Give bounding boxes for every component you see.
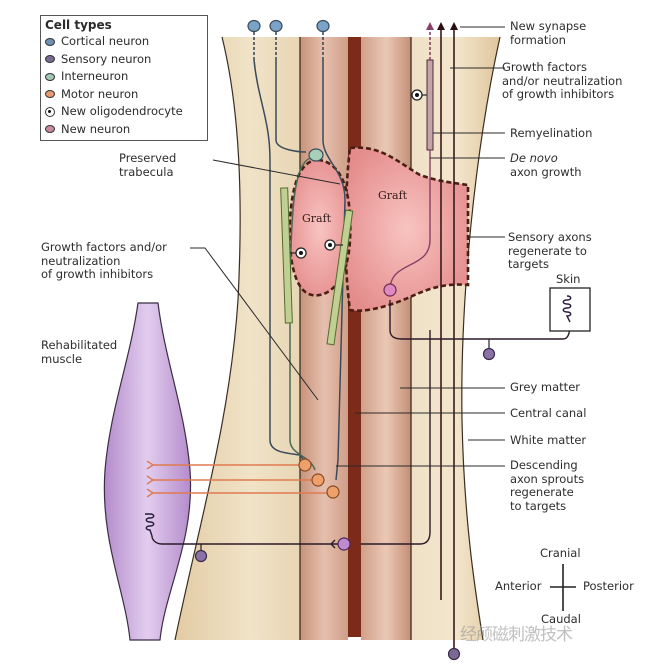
skin-box	[549, 287, 591, 332]
graft-small-label: Graft	[302, 212, 332, 225]
legend-label: Interneuron	[61, 69, 129, 83]
label-sensory-axons: Sensory axons regenerate to targets	[508, 230, 592, 271]
oligodendrocyte-2	[324, 239, 343, 251]
label-growth-factors-left: Growth factors and/or neutralization of …	[41, 240, 167, 281]
cortical-neuron-3	[316, 19, 346, 481]
legend-item-sensory: Sensory neuron	[45, 51, 203, 69]
orientation-compass	[550, 564, 576, 611]
watermark: 经颅磁刺激技术	[460, 625, 573, 645]
muscle-spindle-icon	[145, 513, 155, 537]
skin-receptor-icon	[562, 295, 572, 323]
leader-lines	[190, 26, 505, 467]
label-new-synapse: New synapse formation	[510, 19, 587, 47]
white-matter-right-edge	[461, 36, 501, 641]
label-remyelination: Remyelination	[510, 126, 593, 140]
legend-title: Cell types	[45, 18, 112, 32]
sensory-axon-muscle	[151, 535, 340, 545]
label-de-novo: De novo	[510, 151, 558, 165]
remyelination-sheath	[426, 59, 434, 151]
sensory-neuron-grey	[337, 537, 351, 551]
label-axon-growth: axon growth	[510, 165, 582, 179]
label-descending-axons: Descending axon sprouts regenerate to ta…	[510, 458, 585, 513]
legend-item-oligodendrocyte: New oligodendrocyte	[45, 103, 203, 121]
legend-item-new-neuron: New neuron	[45, 121, 203, 139]
central-canal	[348, 37, 361, 637]
white-matter-left	[175, 37, 300, 640]
motor-neuron-icon	[45, 90, 55, 99]
sensory-neuron-muscle	[194, 549, 208, 563]
oligodendrocyte-1	[290, 247, 307, 259]
label-caudal: Caudal	[541, 612, 581, 626]
label-growth-factors-right: Growth factors and/or neutralization of …	[502, 60, 623, 101]
cell-types-legend: Cell types Cortical neuron Sensory neuro…	[40, 15, 208, 141]
graft-large-label: Graft	[378, 189, 408, 202]
label-central-canal: Central canal	[510, 406, 587, 420]
cortical-neuron-2	[269, 19, 307, 153]
legend-label: Cortical neuron	[61, 34, 150, 48]
oligodendrocyte-icon	[45, 106, 55, 117]
myelin-sheath-right	[326, 209, 354, 346]
motor-neurons	[146, 458, 340, 499]
label-rehabilitated-muscle: Rehabilitated muscle	[41, 338, 118, 366]
label-preserved-trabecula: Preserved trabecula	[119, 151, 177, 179]
cortical-neuron-1	[247, 19, 306, 463]
rehabilitated-muscle	[103, 302, 192, 641]
label-white-matter: White matter	[510, 433, 587, 447]
new-neuron	[383, 283, 397, 297]
legend-label: New neuron	[61, 121, 131, 136]
label-anterior: Anterior	[495, 579, 542, 593]
legend-label: New oligodendrocyte	[61, 104, 183, 118]
label-posterior: Posterior	[583, 579, 634, 593]
interneuron-icon	[45, 72, 55, 81]
legend-label: Sensory neuron	[61, 51, 152, 66]
new-neuron-icon	[45, 125, 55, 134]
graft-small	[288, 158, 352, 297]
label-skin: Skin	[556, 272, 581, 286]
sensory-neuron-bottom	[447, 647, 461, 661]
sensory-neuron-icon	[45, 55, 55, 64]
sensory-neuron-skin	[482, 347, 496, 361]
legend-item-motor: Motor neuron	[45, 86, 203, 104]
myelin-sheath-left	[280, 187, 293, 324]
label-grey-matter: Grey matter	[510, 380, 580, 394]
graft-large	[344, 146, 470, 312]
white-matter-left-edge	[174, 36, 241, 641]
legend-label: Motor neuron	[61, 86, 139, 101]
legend-item-cortical: Cortical neuron	[45, 33, 203, 51]
legend-item-interneuron: Interneuron	[45, 68, 203, 86]
label-cranial: Cranial	[540, 546, 581, 560]
cortical-neuron-icon	[45, 37, 55, 46]
